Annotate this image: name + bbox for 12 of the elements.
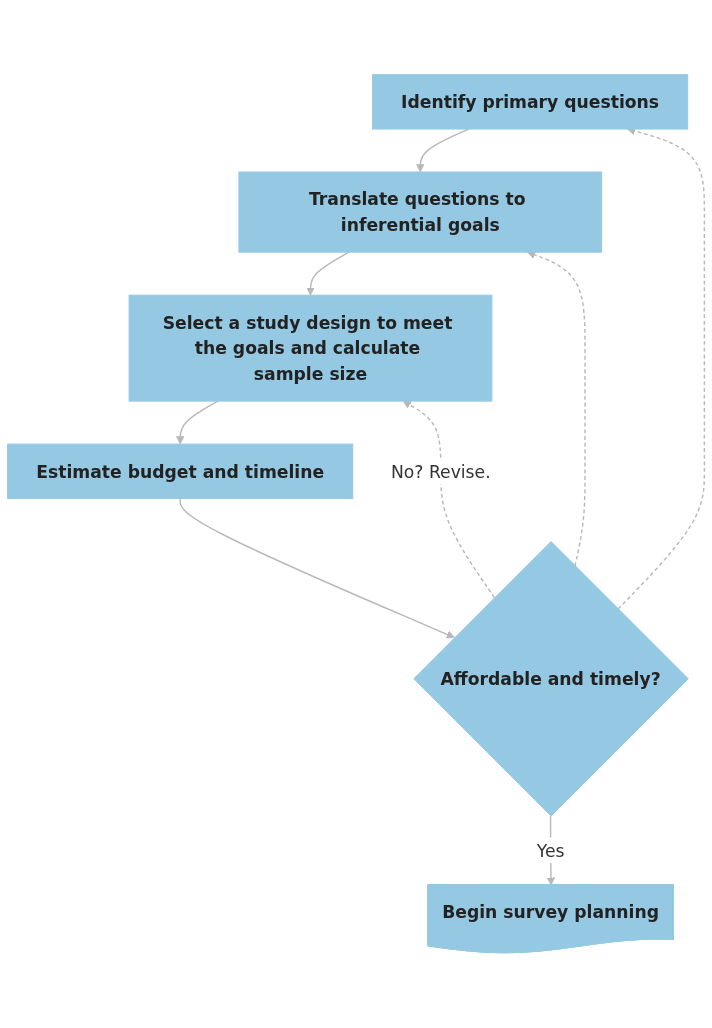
node-box: Estimate budget and timeline xyxy=(7,443,354,500)
arrow xyxy=(176,400,219,445)
arrow xyxy=(179,498,455,639)
arrow xyxy=(527,251,586,567)
arrow xyxy=(306,251,350,296)
node-box: Select a study design to meet the goals and calculate sample size xyxy=(128,295,493,402)
arrow xyxy=(402,401,496,599)
node-box: Translate questions to inferential goals xyxy=(238,171,603,253)
node-box: Identify primary questions xyxy=(371,74,689,130)
node-diamond: Affordable and timely? xyxy=(413,541,689,817)
edge-label: Yes xyxy=(536,840,565,861)
edge-label: No? Revise. xyxy=(390,461,491,482)
